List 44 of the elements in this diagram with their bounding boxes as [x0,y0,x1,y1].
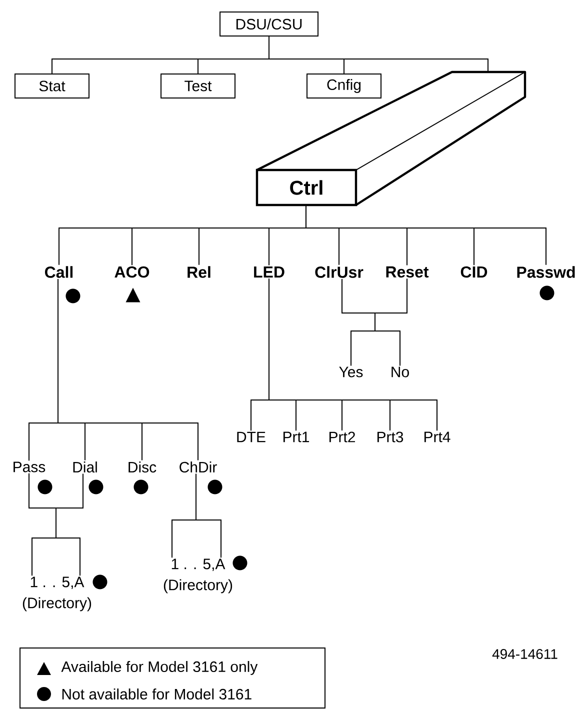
legend-text: Available for Model 3161 only [61,661,258,675]
option-label: Disc [128,462,156,472]
availability-symbol: ▲ [126,288,140,302]
connector-line [56,473,84,576]
connector-line [58,278,198,461]
availability-symbol: ● [88,480,104,494]
menu-label: Passwd [517,266,575,278]
availability-symbol: ● [38,480,52,494]
availability-symbol: ● [134,480,148,494]
option-label: Prt3 [377,432,404,442]
connector-line [374,278,408,366]
legend-text: Not available for Model 3161 [62,688,252,700]
menu-label: Rel [188,266,210,278]
connector-line [268,36,488,72]
option-label: Prt4 [424,432,450,442]
menu-box: Test [160,74,236,98]
connector-line [306,206,546,266]
option-label: 1 . . 5,A (Directory) [22,576,92,612]
menu-label: ClrUsr [315,266,364,278]
menu-box: DSU/CSU [220,12,318,36]
option-label: 1 . . 5,A (Directory) [164,558,232,594]
availability-symbol: ● [66,288,80,304]
availability-symbol: ● [232,556,248,570]
availability-symbol: ● [92,574,108,590]
menu-label: ACO [114,266,150,278]
option-label: Prt1 [283,432,310,442]
availability-symbol: ● [540,286,554,300]
connector-line [268,278,438,432]
menu-label: Call [44,266,73,278]
figure-number: 494-14611 [492,649,558,659]
menu-box: Stat [14,74,90,98]
option-label: ChDir [180,462,217,472]
option-label: No [392,366,409,378]
menu-label: CID [460,266,488,278]
connector-line [172,473,222,558]
option-label: Prt2 [329,432,355,442]
option-label: DTE [237,432,266,442]
option-label: Dial [73,462,97,472]
option-label: Yes [339,366,363,378]
menu-label: LED [254,266,284,278]
menu-label: Reset [386,266,429,278]
availability-symbol: ● [208,480,222,494]
connector-line [28,472,56,576]
option-label: Pass [14,462,46,472]
